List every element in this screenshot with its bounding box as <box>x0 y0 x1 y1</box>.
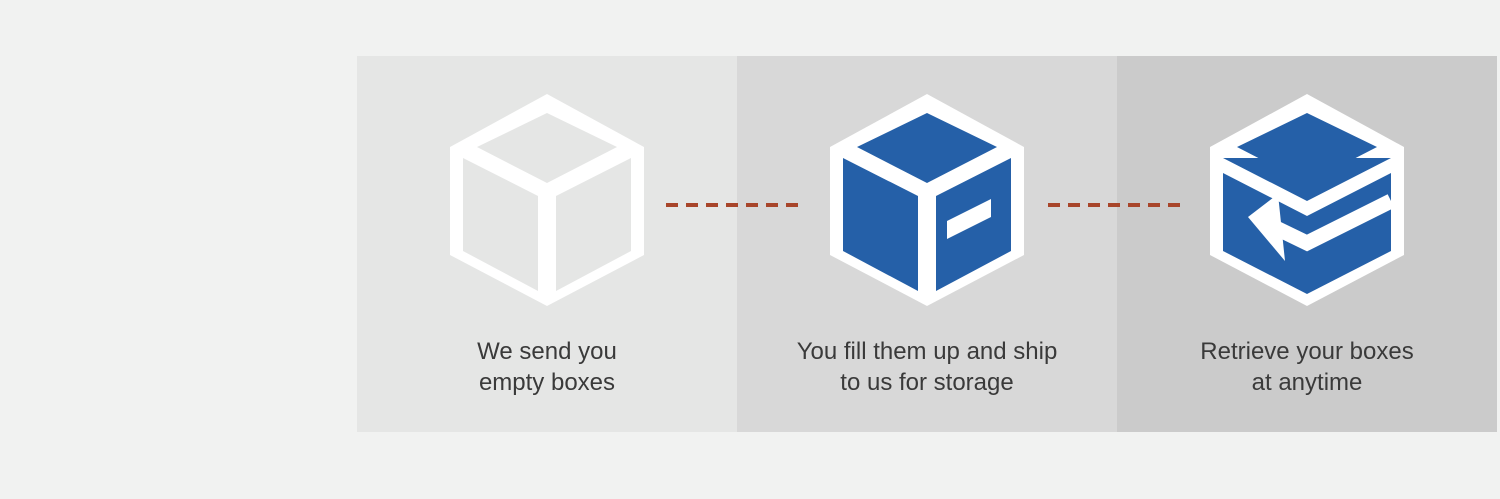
step-connector <box>666 203 802 207</box>
step-connector <box>1048 203 1184 207</box>
arrow-head <box>1248 194 1285 261</box>
caption-line: empty boxes <box>478 369 616 396</box>
caption-line: We send you <box>477 338 617 365</box>
step-send-empty-boxes: We send you empty boxes <box>357 56 737 432</box>
caption-line: to us for storage <box>840 369 1014 396</box>
step-caption: You fill them up and ship to us for stor… <box>737 336 1117 398</box>
retrieve-box-icon <box>1210 94 1404 306</box>
step-caption: We send you empty boxes <box>357 336 737 398</box>
step-fill-and-ship: You fill them up and ship to us for stor… <box>737 56 1117 432</box>
box-handle <box>947 199 991 239</box>
caption-line: Retrieve your boxes <box>1200 338 1414 365</box>
caption-line: at anytime <box>1251 369 1363 396</box>
caption-line: You fill them up and ship <box>796 338 1058 365</box>
empty-box-icon <box>450 94 644 306</box>
step-retrieve-boxes: Retrieve your boxes at anytime <box>1117 56 1497 432</box>
return-arrow <box>1272 194 1395 252</box>
step-caption: Retrieve your boxes at anytime <box>1117 336 1497 398</box>
filled-box-icon <box>830 94 1024 306</box>
process-steps: We send you empty boxes You fill them up… <box>357 56 1497 432</box>
